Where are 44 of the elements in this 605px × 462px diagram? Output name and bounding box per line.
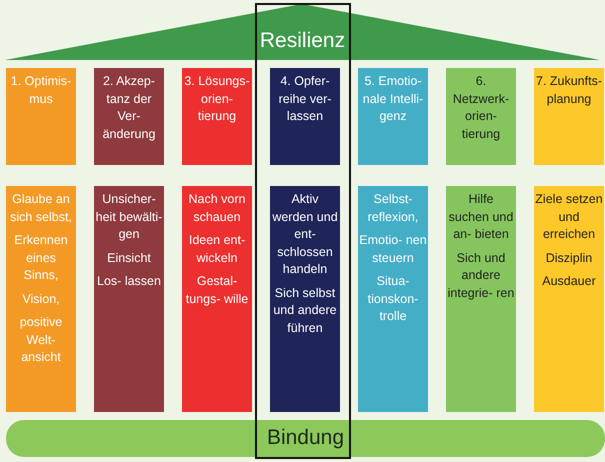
header-text: 2. Akzep- tanz der Ver- änderung [102, 73, 156, 143]
body-text: positive Welt- ansicht [18, 314, 64, 366]
header-text: 6. Netzwerk- orien- tierung [452, 73, 510, 143]
header-text: 1. Optimis- mus [10, 73, 72, 108]
pillar-body [534, 186, 604, 412]
header-text: 7. Zukunfts- planung [535, 73, 603, 108]
pillar-header [270, 68, 340, 165]
foundation-bar [6, 420, 605, 457]
body-text: Gestal- tungs- wille [184, 273, 250, 308]
body-text: Disziplin [544, 250, 594, 267]
pillar-body [446, 186, 516, 412]
body-text: Vision, [21, 290, 61, 308]
header-text: 4. Opfer- reihe ver- lassen [278, 73, 332, 125]
body-text: Situa- tionskon- trolle [366, 273, 420, 325]
pillar-body [270, 186, 340, 412]
body-text: Unsicher- heit bewälti- gen [95, 191, 163, 243]
foundation-label: Bindung [266, 426, 344, 449]
body-text: Ausdauer [541, 273, 597, 290]
body-text: Ziele setzen und erreichen [535, 191, 603, 243]
pillar-header [6, 68, 76, 165]
pillar-body [6, 186, 76, 412]
pillar-body [358, 186, 428, 412]
body-text: Hilfe suchen und an- bieten [448, 191, 514, 243]
body-text: Selbst- reflexion, [366, 191, 420, 226]
pillar-header [358, 68, 428, 165]
pillar-header [446, 68, 516, 165]
pillar-body [94, 186, 164, 412]
body-text: Erkennen eines Sinns, [13, 232, 69, 284]
pillar-header [182, 68, 252, 165]
header-text: 3. Lösungs- orien- tierung [183, 73, 251, 125]
pillar-body [182, 186, 252, 412]
body-text: Los- lassen [96, 273, 162, 290]
body-text: Nach vorn schauen [188, 191, 246, 226]
body-text: Sich selbst und andere führen [272, 284, 338, 336]
pillar-header [94, 68, 164, 165]
body-text: Aktiv werden und ent- schlossen handeln [271, 191, 339, 278]
body-text: Emotio- nen steuern [359, 232, 427, 266]
roof-label: Resilienz [260, 28, 346, 54]
body-text: Sich und andere integrie- ren [447, 250, 515, 302]
body-text: Ideen ent- wickeln [188, 232, 246, 266]
body-text: Glaube an sich selbst, [9, 191, 73, 226]
pillar-header [534, 68, 604, 165]
body-text: Einsicht [106, 250, 152, 266]
header-text: 5. Emotio- nale Intelli- genz [362, 73, 424, 125]
